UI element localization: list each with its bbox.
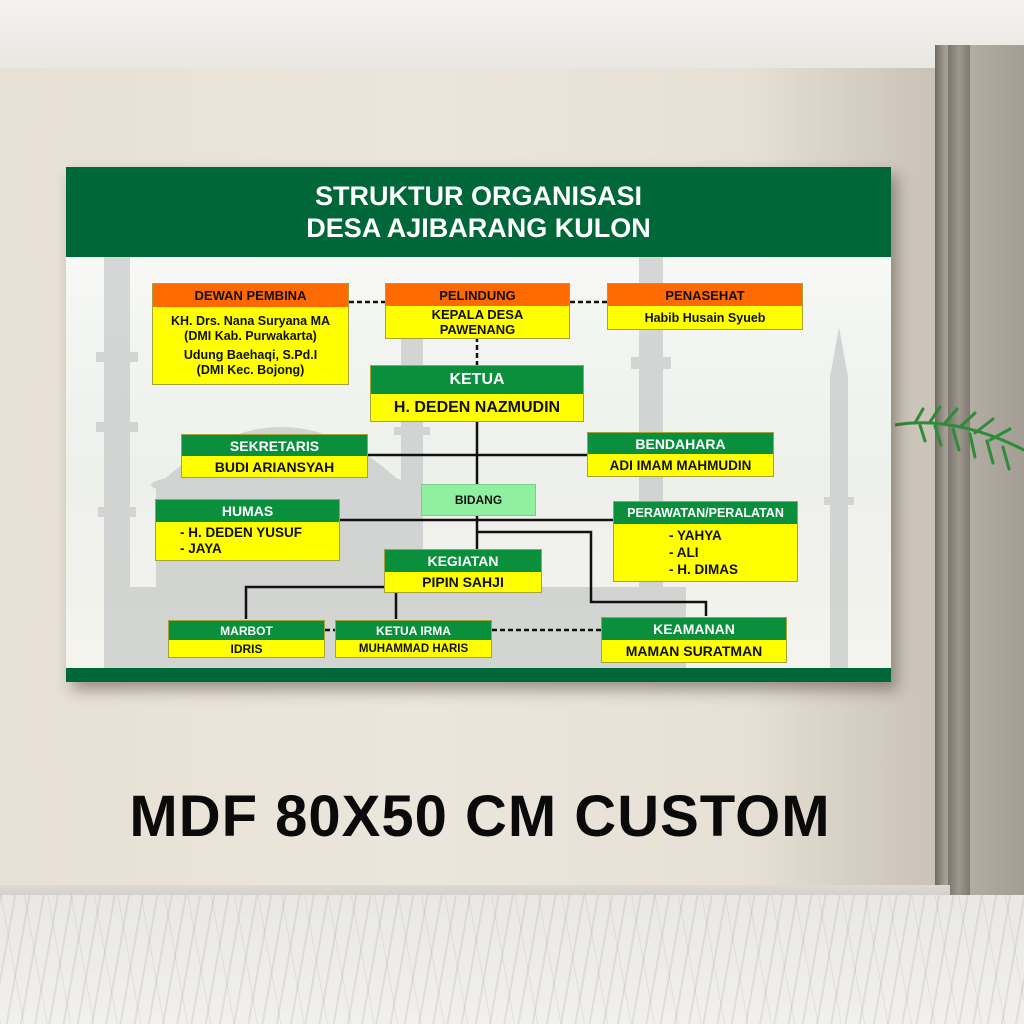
- ketua-name: H. DEDEN NAZMUDIN: [371, 394, 583, 421]
- kegiatan-name: PIPIN SAHJI: [385, 572, 541, 592]
- pelindung-title: PELINDUNG: [386, 284, 569, 306]
- ketua-title: KETUA: [371, 366, 583, 394]
- perawatan-box: PERAWATAN/PERALATAN - YAHYA - ALI - H. D…: [613, 501, 798, 582]
- palm-leaf-icon: [895, 405, 1024, 471]
- keamanan-name: MAMAN SURATMAN: [602, 640, 786, 662]
- penasehat-name: Habib Husain Syueb: [608, 306, 802, 329]
- perawatan-members: - YAHYA - ALI - H. DIMAS: [614, 524, 797, 581]
- humas-members: - H. DEDEN YUSUF - JAYA: [156, 522, 339, 560]
- kegiatan-box: KEGIATAN PIPIN SAHJI: [384, 549, 542, 593]
- connector-lines: [244, 300, 708, 632]
- pillar-edge: [948, 45, 970, 905]
- penasehat-title: PENASEHAT: [608, 284, 802, 306]
- board-title-line2: DESA AJIBARANG KULON: [306, 213, 651, 243]
- pelindung-name: KEPALA DESA PAWENANG: [386, 306, 569, 338]
- humas-box: HUMAS - H. DEDEN YUSUF - JAYA: [155, 499, 340, 561]
- sekretaris-title: SEKRETARIS: [182, 435, 367, 456]
- kegiatan-title: KEGIATAN: [385, 550, 541, 572]
- dewan-pembina-member-2: Udung Baehaqi, S.Pd.I: [183, 347, 318, 362]
- wood-floor: [0, 895, 1024, 1024]
- humas-title: HUMAS: [156, 500, 339, 522]
- board-footer: [66, 668, 891, 682]
- dewan-pembina-title: DEWAN PEMBINA: [153, 284, 348, 307]
- sekretaris-box: SEKRETARIS BUDI ARIANSYAH: [181, 434, 368, 478]
- humas-member-1: - H. DEDEN YUSUF: [180, 525, 303, 540]
- marbot-name: IDRIS: [169, 640, 324, 657]
- ketua-irma-name: MUHAMMAD HARIS: [336, 640, 491, 657]
- dewan-pembina-member-2-org: (DMI Kec. Bojong): [196, 362, 305, 377]
- org-chart-board: STRUKTUR ORGANISASI DESA AJIBARANG KULON: [66, 167, 891, 682]
- pelindung-line-1: KEPALA DESA: [431, 307, 524, 322]
- marbot-box: MARBOT IDRIS: [168, 620, 325, 658]
- ketua-irma-box: KETUA IRMA MUHAMMAD HARIS: [335, 620, 492, 658]
- pelindung-line-2: PAWENANG: [439, 322, 516, 337]
- ketua-box: KETUA H. DEDEN NAZMUDIN: [370, 365, 584, 422]
- dewan-pembina-member-1-org: (DMI Kab. Purwakarta): [184, 328, 317, 343]
- ceiling: [0, 0, 1024, 68]
- keamanan-box: KEAMANAN MAMAN SURATMAN: [601, 617, 787, 663]
- marbot-title: MARBOT: [169, 621, 324, 640]
- penasehat-box: PENASEHAT Habib Husain Syueb: [607, 283, 803, 330]
- board-title-line1: STRUKTUR ORGANISASI: [314, 181, 642, 211]
- perawatan-member-1: - YAHYA: [669, 528, 722, 543]
- dewan-pembina-members: KH. Drs. Nana Suryana MA (DMI Kab. Purwa…: [153, 307, 348, 384]
- sekretaris-name: BUDI ARIANSYAH: [182, 456, 367, 477]
- keamanan-title: KEAMANAN: [602, 618, 786, 640]
- bidang-box: BIDANG: [421, 484, 536, 516]
- bendahara-title: BENDAHARA: [588, 433, 773, 454]
- perawatan-title: PERAWATAN/PERALATAN: [614, 502, 797, 524]
- humas-member-2: - JAYA: [180, 541, 222, 556]
- product-caption: MDF 80X50 CM CUSTOM: [129, 784, 831, 849]
- dewan-pembina-box: DEWAN PEMBINA KH. Drs. Nana Suryana MA (…: [152, 283, 349, 385]
- bendahara-box: BENDAHARA ADI IMAM MAHMUDIN: [587, 432, 774, 477]
- perawatan-member-2: - ALI: [669, 545, 699, 560]
- perawatan-member-3: - H. DIMAS: [669, 562, 738, 577]
- pelindung-box: PELINDUNG KEPALA DESA PAWENANG: [385, 283, 570, 339]
- bidang-title: BIDANG: [454, 493, 503, 507]
- dewan-pembina-member-1: KH. Drs. Nana Suryana MA: [170, 313, 331, 328]
- bendahara-name: ADI IMAM MAHMUDIN: [588, 454, 773, 476]
- board-header: STRUKTUR ORGANISASI DESA AJIBARANG KULON: [66, 167, 891, 257]
- ketua-irma-title: KETUA IRMA: [336, 621, 491, 640]
